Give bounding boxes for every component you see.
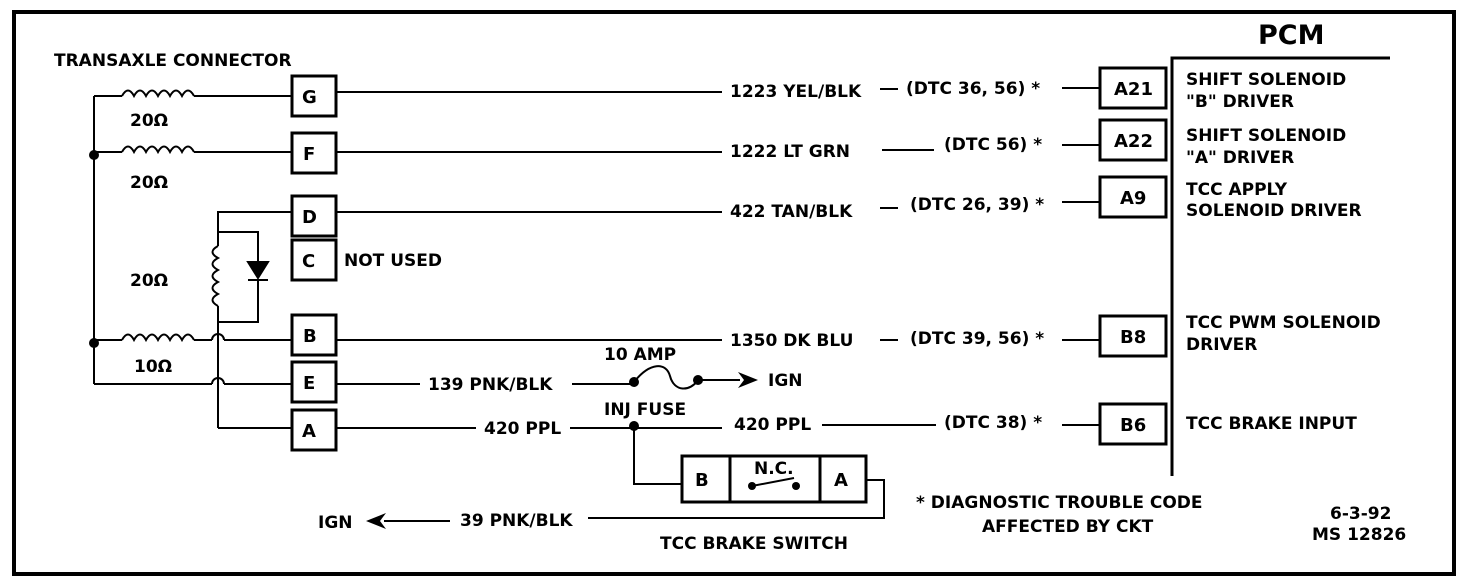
fuse-ign-label: IGN: [768, 371, 803, 391]
ign-feed: 39 PNK/BLK IGN: [318, 511, 573, 533]
connector-pin-a-label: A: [302, 421, 316, 442]
wire-label-d: 422 TAN/BLK: [730, 202, 853, 222]
footnote-line1: * DIAGNOSTIC TROUBLE CODE: [916, 493, 1203, 513]
pcm-pin-a21-label: A21: [1114, 79, 1153, 100]
arrow-left-icon: [366, 513, 386, 529]
coil-f-icon: [121, 145, 195, 155]
switch-nc-label: N.C.: [754, 459, 794, 479]
connector-title: TRANSAXLE CONNECTOR: [54, 51, 292, 71]
pcm-label-b6: TCC BRAKE INPUT: [1186, 414, 1357, 434]
pcm-pin-b6: [1098, 402, 1168, 446]
switch-terminal-b-label: B: [695, 470, 709, 491]
wire-label-a-right: 420 PPL: [734, 415, 811, 435]
pcm-label-b8-line2: DRIVER: [1186, 335, 1257, 355]
coil-b-icon: [121, 333, 195, 343]
wire-label-ign: 39 PNK/BLK: [460, 511, 573, 531]
pcm-title: PCM: [1258, 20, 1324, 51]
circuit-b: 1350 DK BLU (DTC 39, 56) * B8 TCC PWM SO…: [336, 313, 1381, 358]
switch-contact-icon: [792, 482, 800, 490]
wire-label-g: 1223 YEL/BLK: [730, 82, 862, 102]
dtc-label-b: (DTC 39, 56) *: [910, 329, 1044, 349]
pcm-pin-a22-label: A22: [1114, 131, 1153, 152]
pcm-pin-a22: [1098, 118, 1168, 162]
fuse-icon: [633, 365, 699, 390]
pcm-pin-b6-label: B6: [1120, 415, 1146, 436]
doc-number: MS 12826: [1312, 525, 1406, 545]
dtc-label-g: (DTC 36, 56) *: [906, 79, 1040, 99]
switch-title: TCC BRAKE SWITCH: [660, 534, 848, 554]
connector-pin-f: [290, 131, 338, 175]
pcm-label-b8-line1: TCC PWM SOLENOID: [1186, 313, 1381, 333]
connector-pin-e: [290, 360, 338, 404]
connector-pin-c: [290, 238, 338, 282]
circuit-a: 420 PPL 420 PPL (DTC 38) * B6 TCC BRAKE …: [336, 402, 1357, 446]
wire-label-a-left: 420 PPL: [484, 419, 561, 439]
circuit-d: 422 TAN/BLK (DTC 26, 39) * A9 TCC APPLY …: [336, 175, 1362, 222]
switch-terminal-b: [680, 454, 732, 504]
pcm-pin-a21: [1098, 66, 1168, 110]
arrow-right-icon: [738, 372, 758, 388]
pcm-pin-a9: [1098, 175, 1168, 219]
resistance-f: 20Ω: [130, 173, 168, 193]
connector-pin-e-label: E: [303, 373, 315, 394]
resistance-b: 10Ω: [134, 357, 172, 377]
fuse-rating: 10 AMP: [604, 345, 676, 365]
connector-pin-a: [290, 408, 338, 452]
pcm-pin-b8: [1098, 314, 1168, 358]
pcm-label-a9-line2: SOLENOID DRIVER: [1186, 201, 1362, 221]
pcm-pin-a9-label: A9: [1120, 188, 1146, 209]
connector-pin-b: [290, 313, 338, 357]
connector-pin-f-label: F: [303, 144, 315, 165]
connector-pin-g: [290, 74, 338, 118]
not-used-label: NOT USED: [344, 251, 442, 271]
connector-pin-g-label: G: [302, 87, 317, 108]
fuse-name: INJ FUSE: [604, 400, 686, 420]
pcm-label-a9-line1: TCC APPLY: [1186, 180, 1288, 200]
coil-g-icon: [121, 89, 195, 99]
ign-left-label: IGN: [318, 513, 353, 533]
connector-pin-b-label: B: [303, 326, 317, 347]
connector-pin-d: [290, 194, 338, 238]
footnote-line2: AFFECTED BY CKT: [982, 517, 1154, 537]
wire-label-b: 1350 DK BLU: [730, 331, 853, 351]
diagram-frame: [12, 10, 1456, 576]
resistance-g: 20Ω: [130, 111, 168, 131]
tcc-brake-switch: B N.C. A TCC BRAKE SWITCH: [588, 426, 885, 554]
switch-terminal-a-label: A: [834, 470, 848, 491]
pcm-label-a22-line2: "A" DRIVER: [1186, 148, 1294, 168]
wire-label-f: 1222 LT GRN: [730, 142, 850, 162]
dtc-label-f: (DTC 56) *: [944, 135, 1042, 155]
solenoid-circuitry: 20Ω 20Ω 20Ω 10Ω: [89, 89, 292, 429]
wire-label-e: 139 PNK/BLK: [428, 375, 553, 395]
connector-pin-d-label: D: [302, 207, 317, 228]
pcm-block: PCM: [1170, 20, 1390, 476]
circuit-g: 1223 YEL/BLK (DTC 36, 56) * A21 SHIFT SO…: [336, 66, 1346, 112]
pcm-label-a21-line2: "B" DRIVER: [1186, 92, 1294, 112]
junction-dot: [89, 338, 99, 348]
connector-pin-c-label: C: [302, 251, 315, 272]
connector-pins: G F D C B E A: [290, 74, 338, 452]
doc-date: 6-3-92: [1330, 504, 1391, 524]
diode-icon: [246, 261, 270, 280]
dtc-label-d: (DTC 26, 39) *: [910, 195, 1044, 215]
circuit-f: 1222 LT GRN (DTC 56) * A22 SHIFT SOLENOI…: [336, 118, 1346, 168]
pcm-label-a21-line1: SHIFT SOLENOID: [1186, 70, 1346, 90]
junction-dot: [89, 150, 99, 160]
switch-terminal-a: [818, 454, 868, 504]
dtc-label-a: (DTC 38) *: [944, 413, 1042, 433]
pcm-label-a22-line1: SHIFT SOLENOID: [1186, 126, 1346, 146]
coil-d-icon: [211, 245, 221, 307]
circuit-e: 139 PNK/BLK IGN 10 AMP INJ FUSE: [336, 345, 803, 420]
pcm-pin-b8-label: B8: [1120, 327, 1146, 348]
resistance-d: 20Ω: [130, 271, 168, 291]
